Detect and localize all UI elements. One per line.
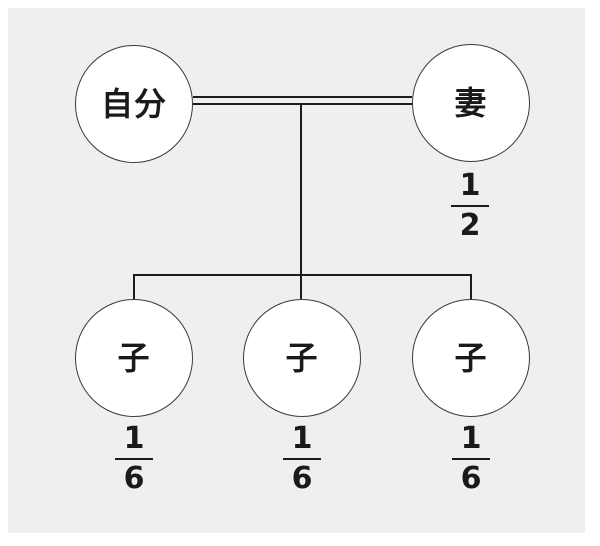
node-child-2-label: 子 [285,339,319,377]
node-self-label: 自分 [100,85,167,123]
fraction-bar [451,204,489,207]
share-wife-numerator: 1 [459,168,481,203]
share-child-2-denominator: 6 [291,460,313,496]
marriage-double-line [193,96,412,105]
share-child-1-numerator: 1 [123,421,145,456]
fraction-bar [115,457,153,460]
node-wife-label: 妻 [454,84,488,122]
node-child-2: 子 [243,299,361,417]
node-self: 自分 [75,45,193,163]
drop-line-child-3 [470,274,472,299]
diagram-panel: 自分 妻 1 2 子 子 子 1 6 1 [8,8,585,533]
fraction-bar [283,457,321,460]
node-wife: 妻 [412,44,530,162]
node-child-3-label: 子 [454,339,488,377]
sibling-line [133,274,472,276]
node-child-1: 子 [75,299,193,417]
share-child-2-numerator: 1 [291,421,313,456]
node-child-1-label: 子 [117,339,151,377]
share-wife: 1 2 [440,170,500,241]
share-child-3-denominator: 6 [460,460,482,496]
share-child-1: 1 6 [104,423,164,494]
descent-line [300,104,302,299]
share-child-2: 1 6 [272,423,332,494]
share-child-3: 1 6 [441,423,501,494]
fraction-bar [452,457,490,460]
node-child-3: 子 [412,299,530,417]
share-wife-denominator: 2 [459,207,481,243]
drop-line-child-1 [133,274,135,299]
share-child-3-numerator: 1 [460,421,482,456]
share-child-1-denominator: 6 [123,460,145,496]
